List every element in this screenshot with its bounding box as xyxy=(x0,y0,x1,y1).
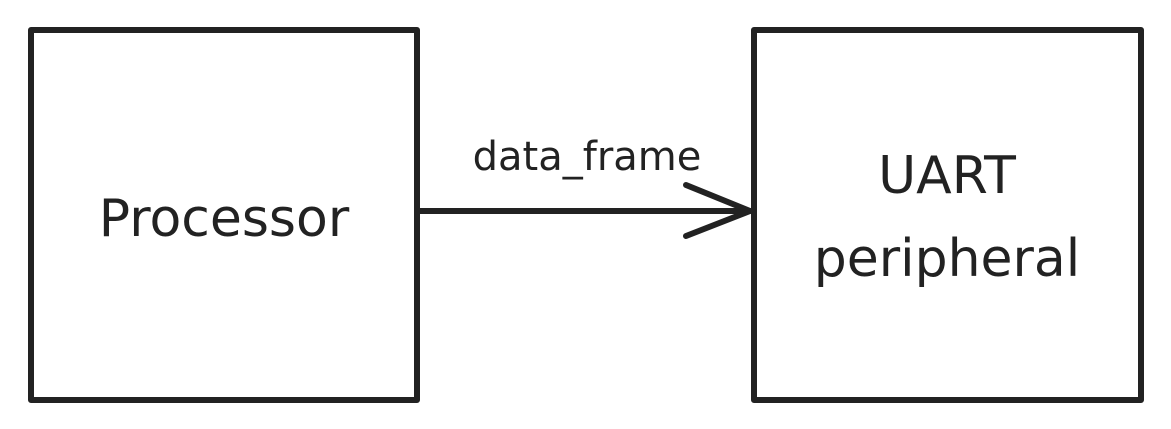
arrowhead-icon xyxy=(683,182,753,239)
processor-box xyxy=(28,27,420,403)
processor-block: Processor xyxy=(28,27,420,403)
uart-label-line1: UART xyxy=(878,146,1016,206)
uart-label-line2: peripheral xyxy=(814,229,1080,289)
processor-label: Processor xyxy=(99,189,350,249)
connection-label: data_frame xyxy=(473,134,702,180)
data-frame-connection: data_frame xyxy=(417,134,753,239)
uart-box xyxy=(751,27,1144,403)
uart-peripheral-block: UART peripheral xyxy=(751,27,1144,403)
